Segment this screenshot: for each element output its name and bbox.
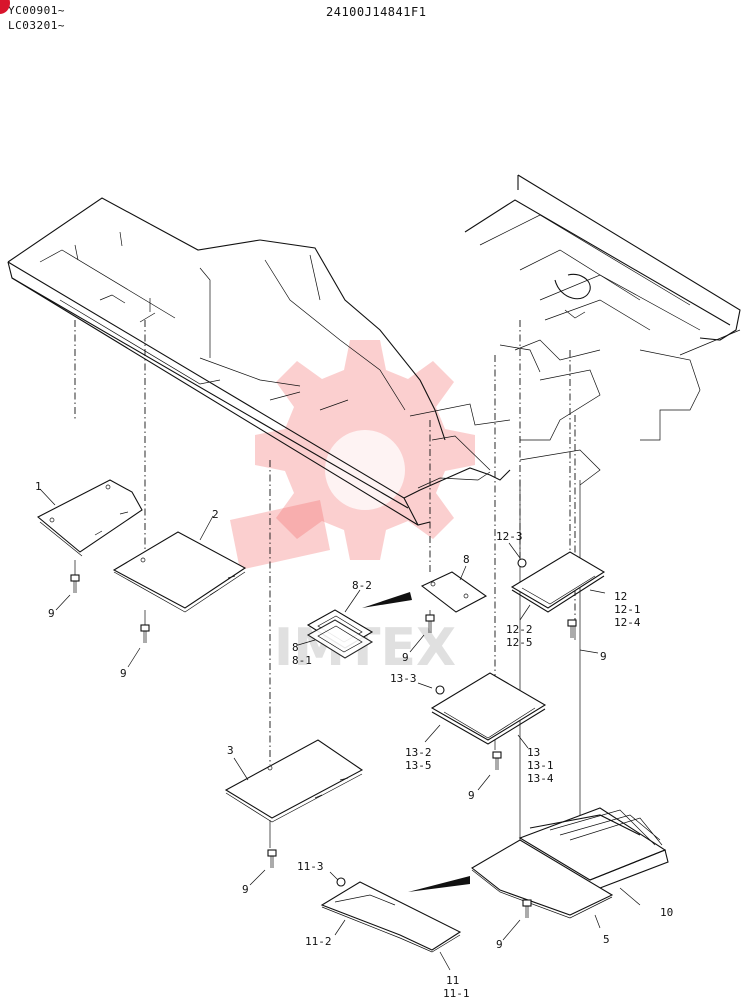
label-13-3: 13-3 [390,672,417,685]
label-1: 1 [35,480,42,493]
label-9c: 9 [242,883,249,896]
part-12-cover [510,551,606,613]
label-13-4: 13-4 [527,772,554,785]
label-8b: 8 [292,641,299,654]
label-11-3: 11-3 [297,860,324,873]
label-13-5: 13-5 [405,759,432,772]
label-10: 10 [660,906,673,919]
label-8a: 8 [463,553,470,566]
part-1-cover [37,479,143,557]
part-10-cover [518,807,669,889]
label-11-2: 11-2 [305,935,332,948]
label-5: 5 [603,933,610,946]
part-labels: 1 2 3 9 9 9 9 9 9 9 8 8-2 8 8-1 12-3 12 … [35,480,673,1000]
leader-lines [39,488,641,971]
watermark-gear-icon [230,340,475,570]
label-9b: 9 [120,667,127,680]
corner-marker-icon [0,0,10,14]
serial-range-bottom: LC03201~ [8,19,65,32]
label-9e: 9 [468,789,475,802]
label-13-1: 13-1 [527,759,554,772]
label-12-4: 12-4 [614,616,641,629]
frame-center [199,239,511,499]
part-8-gasket [306,592,412,659]
label-12-3: 12-3 [496,530,523,543]
label-11: 11 [446,974,459,987]
label-13-2: 13-2 [405,746,432,759]
label-12: 12 [614,590,627,603]
label-9g: 9 [496,938,503,951]
label-12-5: 12-5 [506,636,533,649]
part-3-cover [224,739,364,823]
part-11-cover [320,876,470,953]
part-13-cover [430,672,547,745]
part-2-cover [112,531,247,613]
serial-range-top: YC00901~ [8,4,65,17]
label-2: 2 [212,508,219,521]
drawing-number: 24100J14841F1 [326,5,427,19]
bolts [70,574,577,918]
label-8-2: 8-2 [352,579,372,592]
part-8-plate [420,571,488,613]
label-9d: 9 [402,651,409,664]
label-8-1: 8-1 [292,654,312,667]
label-3: 3 [227,744,234,757]
frame-right-member [464,174,741,486]
part-5-cover [471,839,614,919]
label-13: 13 [527,746,540,759]
label-12-1: 12-1 [614,603,641,616]
label-11-1: 11-1 [443,987,470,1000]
label-9a: 9 [48,607,55,620]
label-12-2: 12-2 [506,623,533,636]
label-9f: 9 [600,650,607,663]
